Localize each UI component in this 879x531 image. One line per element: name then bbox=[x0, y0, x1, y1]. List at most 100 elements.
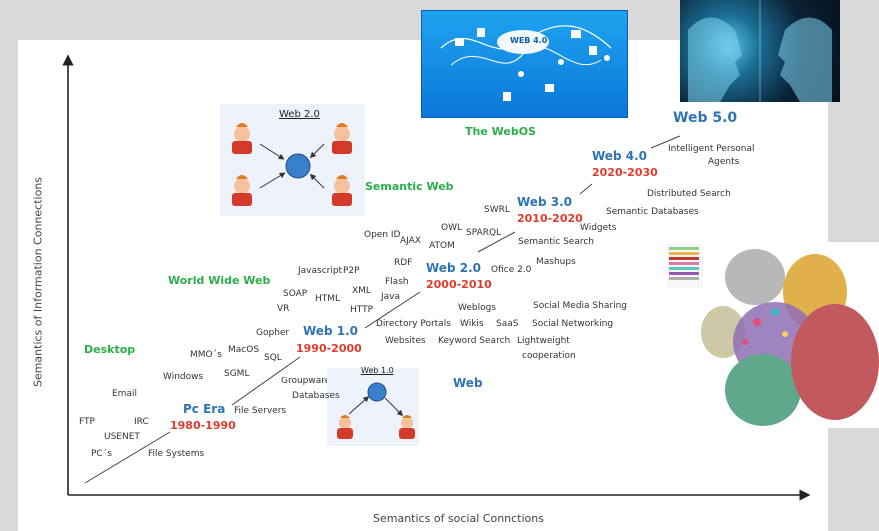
term-sgml: SGML bbox=[224, 369, 250, 379]
device-icon bbox=[589, 46, 597, 55]
term-irc: IRC bbox=[134, 417, 149, 427]
network-graph-graphic bbox=[667, 244, 879, 426]
term-usenet: USENET bbox=[104, 432, 140, 442]
user-icon bbox=[232, 123, 252, 154]
category-semantic-web: Semantic Web bbox=[365, 180, 454, 193]
term-swrl: SWRL bbox=[484, 205, 510, 215]
term-atom: ATOM bbox=[429, 241, 455, 251]
term-cooperation: cooperation bbox=[522, 351, 576, 361]
era-web1-years: 1990-2000 bbox=[296, 342, 362, 355]
arrow-icon bbox=[259, 143, 285, 160]
category-web: Web bbox=[453, 376, 483, 390]
era-web2-name: Web 2.0 bbox=[426, 261, 481, 275]
term-databases: Databases bbox=[292, 391, 340, 401]
user-icon bbox=[337, 415, 353, 439]
term-wikis: Wikis bbox=[460, 319, 484, 329]
web1-inset-graphic bbox=[337, 382, 415, 439]
term-owl: OWL bbox=[441, 223, 462, 233]
user-icon bbox=[399, 415, 415, 439]
term-intelligent-personal: Intelligent Personal bbox=[668, 144, 755, 154]
term-groupware: Groupware bbox=[281, 377, 327, 386]
growth-line-pc bbox=[84, 431, 171, 484]
era-web2-years: 2000-2010 bbox=[426, 278, 492, 291]
term-semantic-databases: Semantic Databases bbox=[606, 207, 699, 217]
term-lightweight: Lightweight bbox=[517, 336, 570, 346]
arrow-icon bbox=[309, 173, 325, 189]
term-saas: SaaS bbox=[496, 319, 519, 329]
term-javascript: Javascript bbox=[298, 266, 343, 276]
era-web5-name: Web 5.0 bbox=[673, 110, 738, 126]
web1-inset-title: Web 1.0 bbox=[361, 366, 394, 375]
person-icon bbox=[518, 71, 524, 77]
term-social-media-sharing: Social Media Sharing bbox=[533, 301, 627, 311]
web4-banner-text: WEB 4.0 bbox=[510, 36, 548, 45]
device-icon bbox=[545, 84, 554, 92]
term-distributed-search: Distributed Search bbox=[647, 189, 731, 199]
user-icon bbox=[332, 123, 352, 154]
term-windows: Windows bbox=[163, 372, 204, 382]
web2-inset-graphic bbox=[232, 123, 352, 206]
growth-line-web2 bbox=[364, 291, 421, 329]
user-icon bbox=[332, 175, 352, 206]
term-websites: Websites bbox=[385, 336, 426, 346]
term-http: HTTP bbox=[350, 305, 374, 315]
globe-icon bbox=[367, 382, 387, 402]
term-office-2: Ofice 2.0 bbox=[491, 265, 532, 275]
person-icon bbox=[604, 55, 610, 61]
device-icon bbox=[571, 30, 581, 38]
term-open-id: Open ID bbox=[364, 230, 401, 240]
growth-line-web4 bbox=[579, 183, 593, 195]
term-sql: SQL bbox=[264, 353, 282, 363]
term-html: HTML bbox=[315, 294, 341, 304]
term-agents: Agents bbox=[708, 157, 740, 167]
term-pcs: PC´s bbox=[91, 449, 112, 459]
device-icon bbox=[503, 92, 511, 101]
term-xml: XML bbox=[352, 286, 371, 296]
person-icon bbox=[558, 59, 564, 65]
category-desktop: Desktop bbox=[84, 343, 136, 356]
term-vr: VR bbox=[277, 304, 290, 314]
category-the-webos: The WebOS bbox=[465, 125, 536, 138]
x-axis-label: Semantics of social Connctions bbox=[373, 512, 544, 525]
arrow-icon bbox=[309, 143, 325, 159]
term-mmos: MMO´s bbox=[190, 350, 222, 360]
globe-icon bbox=[285, 153, 311, 179]
term-file-servers: File Servers bbox=[234, 406, 287, 416]
growth-line-web1 bbox=[231, 356, 301, 406]
term-java: Java bbox=[381, 292, 401, 302]
term-email: Email bbox=[112, 389, 137, 399]
term-flash: Flash bbox=[385, 277, 409, 287]
category-world-wide-web: World Wide Web bbox=[168, 274, 271, 287]
era-pc-years: 1980-1990 bbox=[170, 419, 236, 432]
era-web4-years: 2020-2030 bbox=[592, 166, 658, 179]
term-directory-portals: Directory Portals bbox=[376, 319, 451, 329]
era-web1-name: Web 1.0 bbox=[303, 324, 358, 338]
term-file-systems: File Systems bbox=[148, 449, 205, 459]
device-icon bbox=[477, 28, 485, 37]
device-icon bbox=[455, 38, 464, 46]
term-ajax: AJAX bbox=[400, 236, 421, 246]
arrow-icon bbox=[259, 172, 286, 189]
term-social-networking: Social Networking bbox=[532, 319, 614, 329]
term-macos: MacOS bbox=[228, 345, 260, 355]
era-web3-name: Web 3.0 bbox=[517, 195, 572, 209]
arrow-icon bbox=[348, 396, 370, 415]
term-p2p: P2P bbox=[343, 266, 360, 276]
term-keyword-search: Keyword Search bbox=[438, 336, 511, 346]
term-widgets: Widgets bbox=[580, 223, 617, 233]
era-web4-name: Web 4.0 bbox=[592, 149, 647, 163]
growth-line-web3 bbox=[477, 231, 516, 253]
term-ftp: FTP bbox=[79, 417, 95, 427]
growth-line-web5 bbox=[650, 135, 681, 149]
ai-faces-graphic bbox=[688, 0, 832, 102]
term-mashups: Mashups bbox=[536, 257, 576, 267]
term-soap: SOAP bbox=[283, 289, 308, 299]
arrow-icon bbox=[384, 397, 404, 417]
era-pc-name: Pc Era bbox=[183, 402, 226, 416]
web2-inset-title: Web 2.0 bbox=[279, 109, 320, 120]
term-weblogs: Weblogs bbox=[458, 303, 497, 313]
term-semantic-search: Semantic Search bbox=[518, 237, 594, 247]
term-rdf: RDF bbox=[394, 258, 413, 268]
era-web3-years: 2010-2020 bbox=[517, 212, 583, 225]
